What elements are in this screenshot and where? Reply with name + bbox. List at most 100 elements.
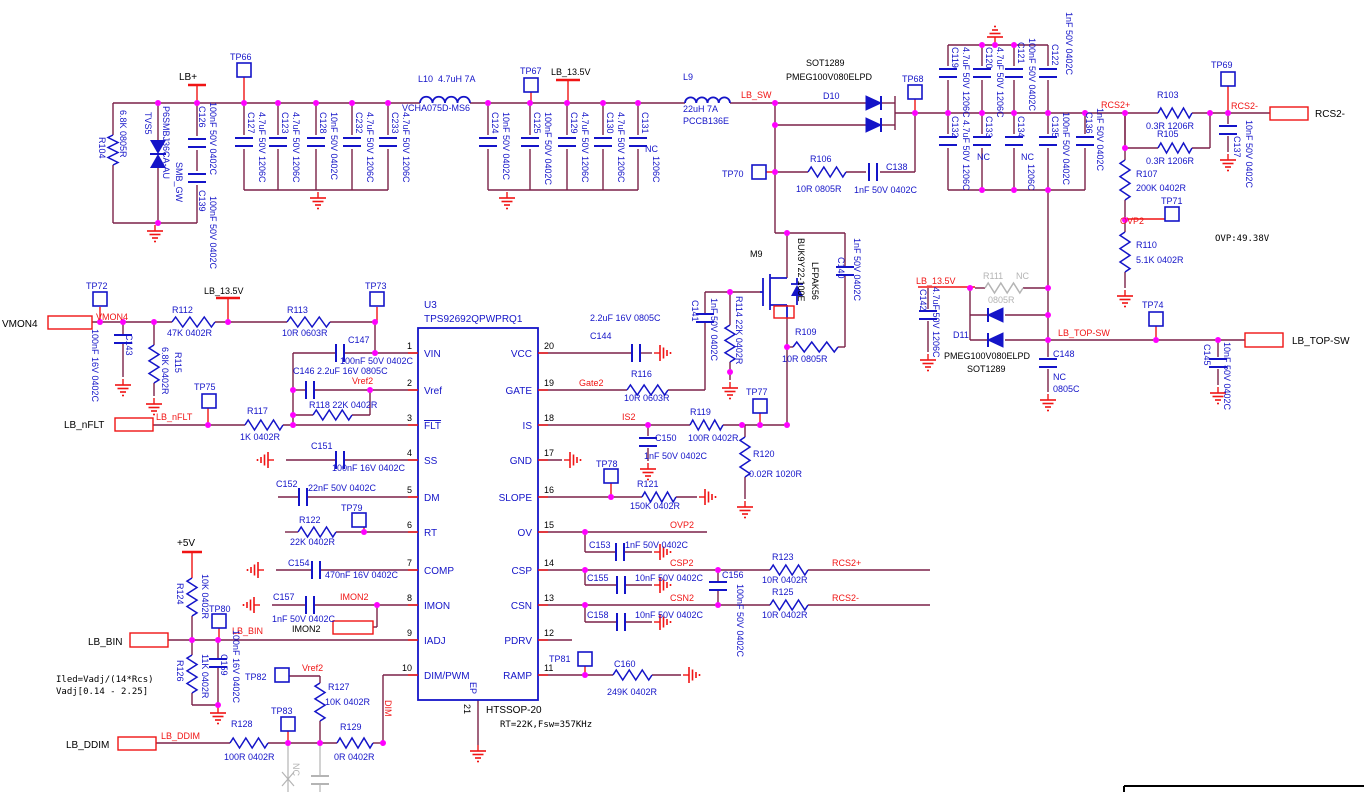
testpoint-tp69[interactable] (1220, 71, 1236, 87)
port-imon2[interactable] (332, 620, 374, 635)
resistor-r107[interactable] (1118, 159, 1132, 201)
testpoint-tp70[interactable] (751, 164, 767, 180)
label-10nf-50v-0402c: 10nF 50V 0402C (635, 573, 704, 583)
resistor-r121[interactable] (641, 490, 677, 504)
pin-name-is: IS (523, 421, 533, 432)
resistor-r126[interactable] (185, 654, 199, 694)
label-p6smbj36ca-au: P6SMBJ36CA-AU (161, 106, 171, 179)
pin-number: 8 (407, 593, 412, 603)
diode-d11b[interactable] (986, 332, 1004, 348)
label-22uh-7a: 22uH 7A (683, 104, 718, 114)
port-lb-bin[interactable] (129, 632, 169, 648)
resistor-r109[interactable] (792, 340, 839, 354)
testpoint-tp78[interactable] (603, 468, 619, 484)
label-ovp2: OVP2 (670, 520, 694, 530)
resistor-r105[interactable] (1157, 141, 1193, 155)
junction-dot (189, 637, 195, 643)
junction-dot (290, 412, 296, 418)
mosfet-body-diode (791, 285, 803, 296)
testpoint-tp66[interactable] (236, 62, 252, 78)
label-lb-ddim: LB_DDIM (161, 731, 200, 741)
port-lb-ddim[interactable] (117, 736, 157, 751)
pin-number: 10 (402, 663, 412, 673)
testpoint-tp75[interactable] (201, 393, 217, 409)
inductor-l10[interactable] (419, 95, 471, 104)
resistor-r117[interactable] (244, 418, 284, 432)
testpoint-tp67[interactable] (523, 77, 539, 93)
testpoint-tp74[interactable] (1148, 311, 1164, 327)
pin-name-slope: SLOPE (499, 493, 533, 504)
resistor-r127[interactable] (313, 682, 327, 722)
port-lb-nflt[interactable] (114, 417, 154, 432)
pin-name-ss: SS (424, 456, 438, 467)
resistor-r129[interactable] (336, 736, 374, 750)
pin-number: 1 (407, 341, 412, 351)
inductor-l9[interactable] (684, 96, 731, 104)
label-tp72: TP72 (86, 281, 108, 291)
tvs-diode-tvs5[interactable] (150, 154, 166, 168)
testpoint-tp81[interactable] (577, 651, 593, 667)
resistor-r123[interactable] (769, 563, 809, 577)
resistor-r111[interactable] (984, 281, 1024, 295)
junction-dot (215, 637, 221, 643)
resistor-r104[interactable] (106, 134, 120, 166)
label-tp81: TP81 (549, 654, 571, 664)
label-d10: D10 (823, 91, 840, 101)
resistor-r116[interactable] (626, 383, 669, 397)
testpoint-tp80[interactable] (211, 613, 227, 629)
label-vcha075d-ms6: VCHA075D-MS6 (402, 103, 470, 113)
junction-dot (772, 100, 778, 106)
label-lb-13-5v: LB_13.5V (551, 67, 591, 77)
label-6-8k-0805r: 6.8K 0805R (118, 110, 128, 158)
port-rcs2[interactable] (1269, 106, 1309, 121)
resistor-r112[interactable] (171, 315, 216, 329)
testpoint-tp77[interactable] (752, 398, 768, 414)
label-1nf-50v-0402c: 1nF 50V 0402C (644, 451, 708, 461)
resistor-r106[interactable] (807, 165, 847, 179)
testpoint-tp73[interactable] (369, 291, 385, 307)
resistor-r103[interactable] (1157, 106, 1193, 120)
label-nc: NC (1053, 372, 1066, 382)
resistor-r120[interactable] (738, 436, 752, 478)
label-10k-0402r: 10K 0402R (325, 697, 371, 707)
pin-number: 14 (544, 558, 554, 568)
label-150k-0402r: 150K 0402R (630, 501, 681, 511)
resistor-r118[interactable] (312, 408, 353, 422)
label-c135: C135 (1050, 116, 1060, 138)
port-vmon4[interactable] (47, 315, 93, 330)
testpoint-tp72[interactable] (92, 291, 108, 307)
diode-d10a[interactable] (865, 95, 883, 111)
testpoint-tp68[interactable] (907, 84, 923, 100)
diode-d11a[interactable] (986, 307, 1004, 323)
label-0805c: 0805C (1053, 384, 1080, 394)
resistor-r110[interactable] (1118, 231, 1132, 273)
ic-body-u3[interactable] (417, 327, 539, 701)
pin-name-gate: GATE (506, 386, 533, 397)
resistor-r113[interactable] (286, 315, 331, 329)
diode-d10b[interactable] (865, 117, 883, 133)
label-r121: R121 (637, 479, 659, 489)
label-sot1289: SOT1289 (967, 364, 1006, 374)
testpoint-tp82[interactable] (274, 667, 290, 683)
resistor-r114[interactable] (723, 324, 737, 363)
resistor-r128[interactable] (229, 736, 269, 750)
label-1nf-50v-0402c: 1nF 50V 0402C (709, 298, 719, 362)
resistor-c160[interactable] (612, 668, 653, 682)
resistor-r124[interactable] (185, 577, 199, 617)
resistor-r115[interactable] (147, 344, 161, 384)
testpoint-tp71[interactable] (1164, 206, 1180, 222)
label-lfpak56: LFPAK56 (810, 262, 820, 300)
label-rcs2+: RCS2+ (1101, 100, 1130, 110)
pin-number: 13 (544, 593, 554, 603)
resistor-r125[interactable] (769, 598, 809, 612)
resistor-r122[interactable] (297, 525, 337, 539)
port-lb-top-sw[interactable] (1244, 332, 1284, 348)
tvs-diode-tvs5[interactable] (150, 140, 166, 154)
testpoint-tp79[interactable] (351, 512, 367, 528)
label-ovp2: OVP2 (1120, 216, 1144, 226)
testpoint-tp83[interactable] (280, 716, 296, 732)
label-nc: NC (1016, 271, 1029, 281)
resistor-r119[interactable] (689, 418, 724, 432)
label-100nf-16v-0402c: 100nF 16V 0402C (231, 630, 241, 704)
junction-dot (1122, 110, 1128, 116)
